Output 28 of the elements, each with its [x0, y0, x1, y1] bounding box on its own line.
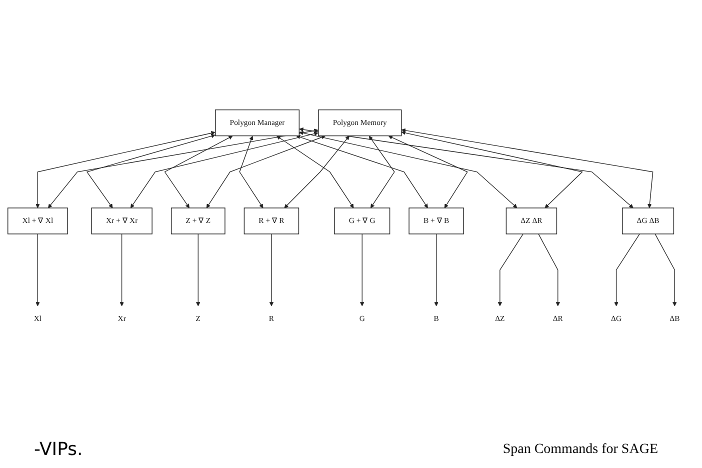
arrow: [401, 128, 654, 208]
arrow: [388, 135, 468, 208]
arrow: [206, 134, 326, 208]
arrow: [434, 233, 438, 306]
arrow: [538, 233, 560, 306]
arrow: [86, 134, 216, 208]
arrow: [36, 130, 216, 208]
arrow: [239, 135, 264, 208]
arrow: [48, 128, 318, 208]
arrow: [614, 233, 640, 306]
arrow: [36, 233, 40, 306]
arrow: [284, 135, 350, 208]
arrow: [299, 127, 634, 208]
arrow: [654, 233, 677, 306]
arrow: [368, 135, 395, 208]
arrow: [196, 233, 200, 306]
arrow: [269, 233, 274, 306]
arrow: [360, 233, 364, 306]
caption: Span Commands for SAGE: [502, 442, 658, 458]
arrow: [296, 134, 428, 208]
handwritten-note: -VIPs.: [34, 439, 83, 460]
arrow: [120, 233, 124, 306]
arrow: [276, 135, 354, 208]
arrow: [164, 135, 233, 208]
arrow: [498, 233, 524, 306]
arrow: [130, 131, 318, 208]
arrow: [401, 130, 583, 208]
arrow: [299, 130, 518, 208]
